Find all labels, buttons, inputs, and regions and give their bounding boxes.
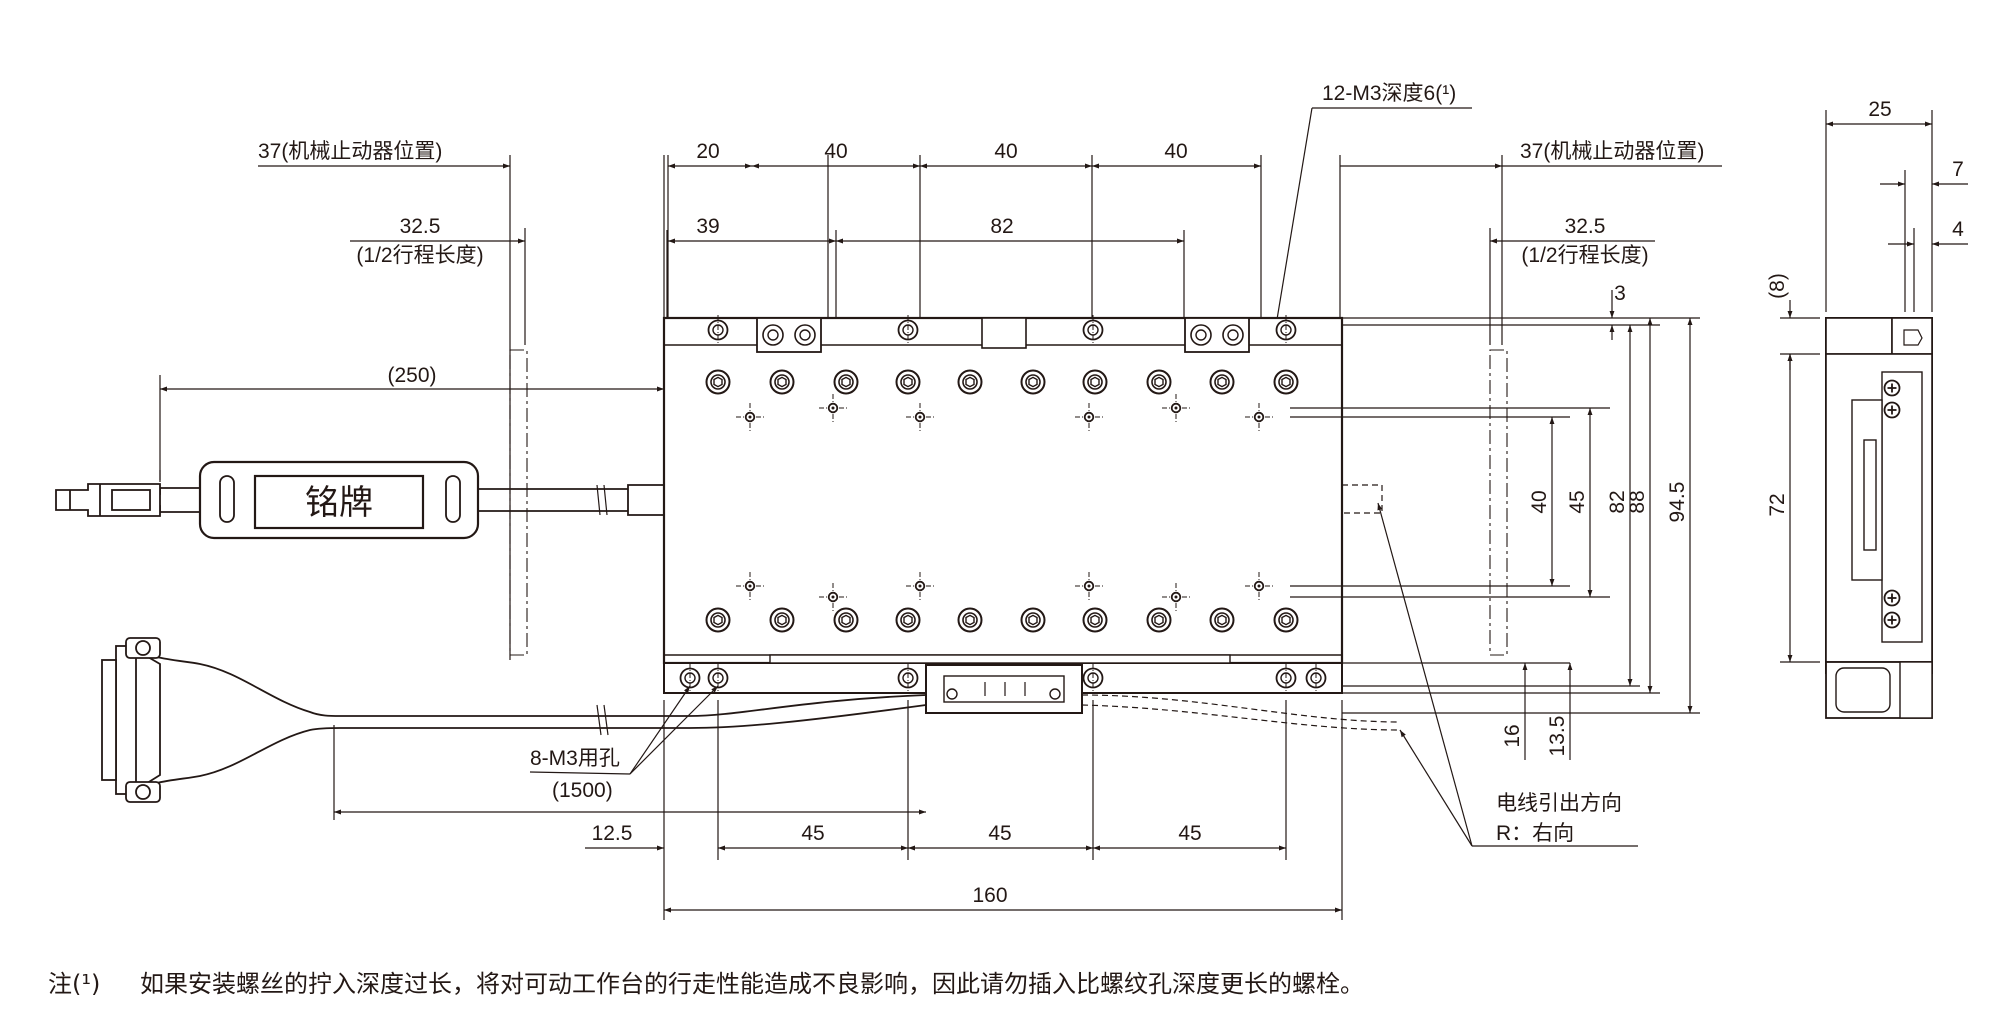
left-half-stroke-label: (1/2行程长度) [356, 244, 483, 267]
encoder-cable [101, 637, 927, 803]
side-dim-4: 4 [1952, 218, 1964, 241]
side-dim-25: 25 [1868, 98, 1891, 121]
threaded-holes-callout: 12-M3深度6(¹) [1322, 82, 1456, 105]
stage-body [662, 314, 1383, 714]
top-dimensions [258, 155, 1722, 660]
nameplate: 铭牌 [198, 460, 480, 540]
dim-40: 40 [1528, 490, 1551, 513]
pitch-82: 82 [990, 215, 1013, 238]
left-half-stroke-value: 32.5 [400, 215, 441, 238]
side-view-dimensions [1780, 110, 1968, 663]
side-dim-8: (8) [1766, 273, 1789, 299]
dim-45-c: 45 [1178, 822, 1201, 845]
footnote: 注(¹) 如果安装螺丝的拧入深度过长，将对可动工作台的行走性能造成不良影响，因此请… [48, 964, 1364, 999]
dim-45-a: 45 [801, 822, 824, 845]
right-dimensions [1290, 290, 1700, 760]
pitch-40-c: 40 [1164, 140, 1187, 163]
right-half-stroke-value: 32.5 [1565, 215, 1606, 238]
dim-88: 88 [1626, 490, 1649, 513]
cable-length-250: (250) [387, 364, 436, 387]
mounting-holes-label: 8-M3用孔 [530, 747, 620, 770]
side-dim-7: 7 [1952, 158, 1964, 181]
nameplate-label: 铭牌 [305, 484, 373, 522]
pitch-20: 20 [696, 140, 719, 163]
right-half-stroke-label: (1/2行程长度) [1521, 244, 1648, 267]
cable-length-1500: (1500) [552, 779, 613, 802]
bottom-dimensions [585, 700, 1343, 920]
dim-cable-1500 [333, 725, 926, 820]
pitch-39: 39 [696, 215, 719, 238]
dim-94-5: 94.5 [1666, 482, 1689, 523]
dim-45: 45 [1566, 490, 1589, 513]
right-limit-label: 37(机械止动器位置) [1520, 140, 1704, 163]
cable-exit-leader [1377, 502, 1638, 847]
side-view [1825, 317, 1933, 719]
side-dim-72: 72 [1766, 493, 1789, 516]
left-limit-label: 37(机械止动器位置) [258, 140, 442, 163]
footnote-marker: 注(¹) [48, 970, 101, 998]
dim-82: 82 [1606, 490, 1629, 513]
pitch-40-a: 40 [824, 140, 847, 163]
dim-12-5: 12.5 [592, 822, 633, 845]
dim-13-5: 13.5 [1546, 716, 1569, 757]
dim-160: 160 [972, 884, 1007, 907]
mounting-holes-leader [529, 685, 719, 775]
cable-exit-value: R：右向 [1496, 822, 1574, 845]
encoder-cable-right [1081, 694, 1401, 731]
dim-45-b: 45 [988, 822, 1011, 845]
dim-3: 3 [1614, 282, 1626, 305]
dim-16: 16 [1501, 724, 1524, 747]
dim-cable-250 [159, 375, 664, 480]
footnote-text: 如果安装螺丝的拧入深度过长，将对可动工作台的行走性能造成不良影响，因此请勿插入比… [140, 970, 1364, 998]
stroke-zones [509, 349, 1508, 656]
pitch-40-b: 40 [994, 140, 1017, 163]
cable-exit-title: 电线引出方向 [1496, 792, 1622, 815]
